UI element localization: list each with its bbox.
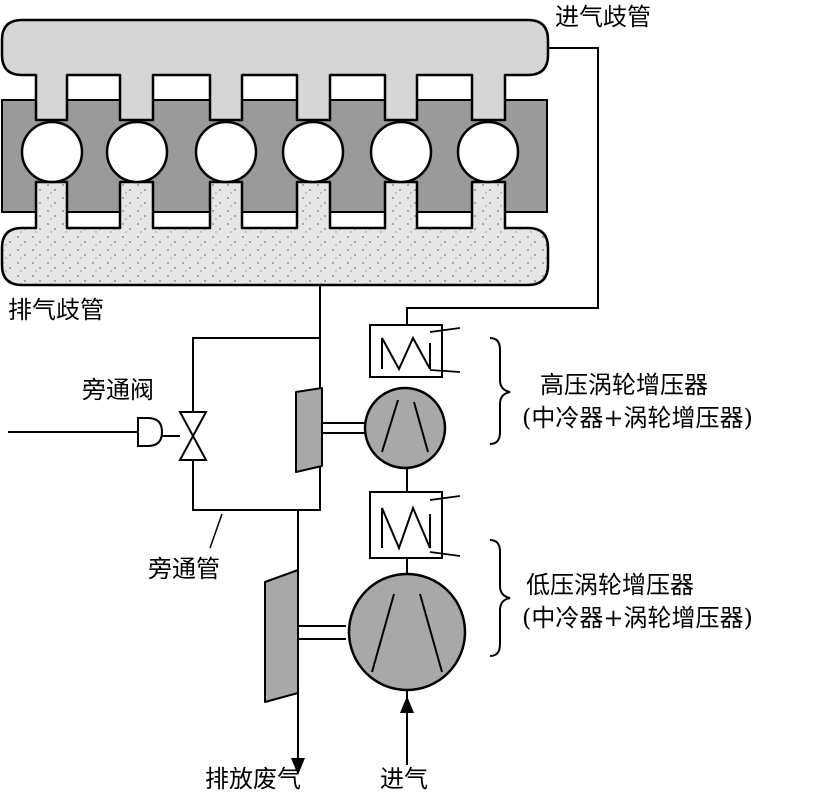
- braces: [489, 337, 511, 657]
- bypass-pipe-label: 旁通管: [148, 555, 220, 583]
- lp-compressor-vanes: [371, 593, 443, 673]
- bypass-leader: [209, 513, 223, 549]
- lp-brace: [489, 539, 511, 657]
- lp-shaft: [298, 625, 346, 640]
- intake-manifold-label: 进气歧管: [555, 3, 651, 31]
- hp-shaft: [322, 422, 368, 434]
- hp-turbo-title: 高压涡轮增压器: [540, 371, 708, 399]
- exhaust-pipe: [297, 285, 321, 770]
- hp-intercooler-coil: [381, 335, 431, 372]
- lp-turbine: [264, 569, 299, 703]
- hp-compressor-vanes: [381, 399, 429, 453]
- exhaust-out-arrow: [291, 758, 305, 775]
- intake-manifold: [0, 18, 550, 122]
- lp-compressor: [347, 572, 467, 692]
- lp-turbo-subtitle: (中冷器+涡轮增压器): [522, 604, 753, 632]
- lp-turbo-title: 低压涡轮增压器: [526, 571, 694, 599]
- bypass-loop: [192, 337, 320, 511]
- cylinder-1: [20, 120, 84, 184]
- cylinder-6: [456, 120, 520, 184]
- exhaust-manifold: [0, 180, 550, 287]
- valve-bowtie: [178, 411, 208, 461]
- exhaust-out-label: 排放废气: [205, 765, 301, 792]
- hp-intercooler-ports: [429, 327, 461, 373]
- hp-brace: [489, 337, 511, 445]
- air-in-label: 进气: [380, 765, 428, 792]
- engine-block: [1, 99, 548, 213]
- hp-turbo-subtitle: (中冷器+涡轮增压器): [522, 404, 753, 432]
- bypass-valve: [137, 411, 208, 461]
- valve-actuator: [137, 417, 164, 447]
- lp-intercooler-ports: [429, 495, 461, 557]
- cylinder-4: [281, 120, 345, 184]
- cylinder-2: [105, 120, 169, 184]
- exhaust-manifold-label: 排气歧管: [8, 296, 104, 324]
- air-in-arrow: [400, 696, 414, 713]
- intake-pipe: [406, 47, 599, 325]
- cylinder-5: [369, 120, 433, 184]
- hp-turbine: [295, 387, 323, 473]
- cylinder-3: [194, 120, 258, 184]
- hp-compressor: [363, 386, 447, 470]
- lp-intercooler-coil: [381, 505, 431, 551]
- bypass-valve-label: 旁通阀: [82, 376, 154, 404]
- cylinders: [20, 120, 520, 184]
